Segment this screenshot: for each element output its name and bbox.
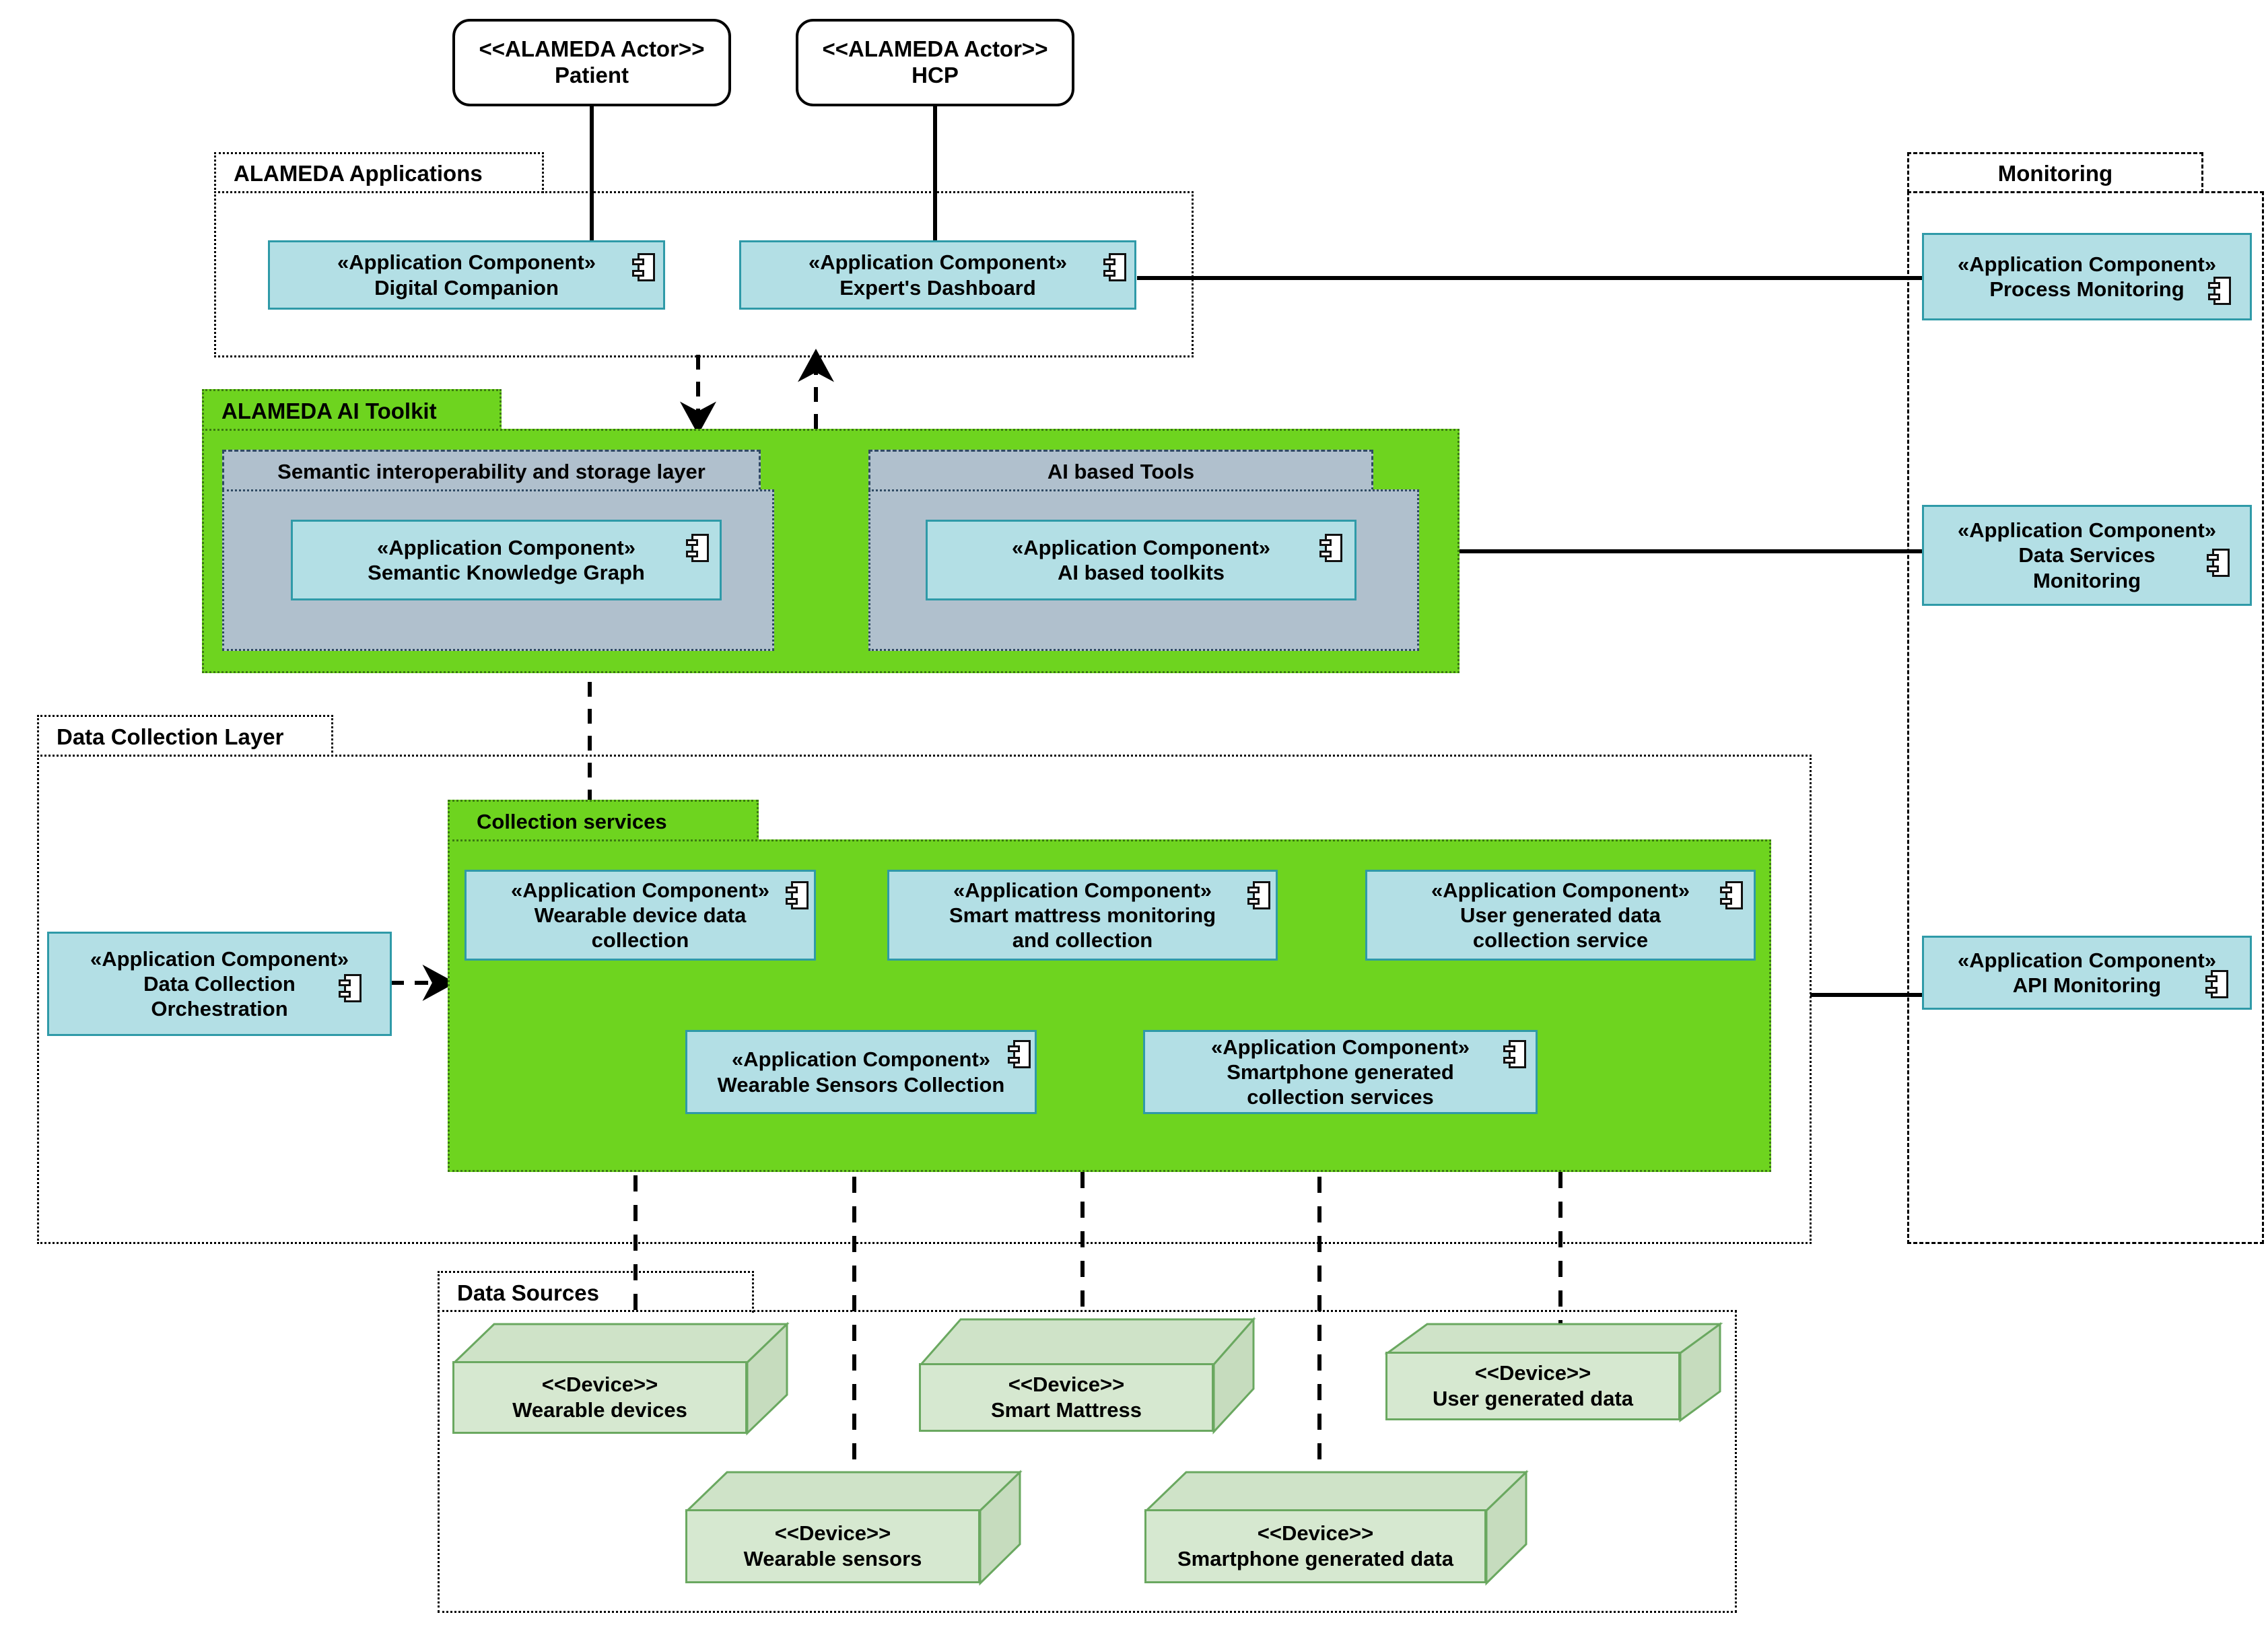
component-wearable-device-data-collection-stereotype: «Application Component» — [510, 878, 770, 902]
actor-patient[interactable]: <<ALAMEDA Actor>> Patient — [452, 19, 731, 106]
uml-component-icon — [339, 974, 362, 1002]
component-api-monitoring-name: API Monitoring — [2012, 973, 2162, 997]
actor-hcp-name: HCP — [912, 63, 959, 88]
group-alameda-applications-label: ALAMEDA Applications — [234, 161, 483, 186]
component-semantic-knowledge-graph-stereotype: «Application Component» — [376, 535, 636, 559]
group-ai-based-tools-label: AI based Tools — [1047, 459, 1195, 483]
uml-component-icon — [686, 534, 709, 562]
uml-component-icon — [2207, 549, 2230, 577]
device-smartphone-generated-data-stereotype: <<Device>> — [1257, 1521, 1374, 1546]
device-smartphone-generated-data-name: Smartphone generated data — [1177, 1547, 1453, 1570]
uml-component-icon — [2208, 277, 2231, 305]
device-smart-mattress-stereotype: <<Device>> — [1008, 1373, 1125, 1397]
component-semantic-knowledge-graph-name: Semantic Knowledge Graph — [368, 561, 645, 584]
uml-component-icon — [1247, 881, 1270, 909]
component-user-generated-data-collection-stereotype: «Application Component» — [1431, 878, 1690, 902]
device-smart-mattress[interactable]: <<Device>> Smart Mattress — [918, 1316, 1256, 1434]
actor-patient-stereotype: <<ALAMEDA Actor>> — [479, 36, 705, 62]
component-wearable-sensors-collection[interactable]: «Application Component» Wearable Sensors… — [685, 1030, 1037, 1114]
uml-component-icon — [1008, 1040, 1031, 1068]
component-wearable-sensors-collection-name: Wearable Sensors Collection — [717, 1072, 1005, 1097]
device-wearable-sensors-stereotype: <<Device>> — [774, 1521, 891, 1546]
device-wearable-devices-name: Wearable devices — [512, 1398, 687, 1422]
component-ai-based-toolkits[interactable]: «Application Component» AI based toolkit… — [926, 520, 1356, 600]
group-data-sources-label: Data Sources — [457, 1280, 599, 1305]
uml-component-icon — [1103, 253, 1126, 281]
component-digital-companion-name: Digital Companion — [374, 275, 559, 300]
component-smartphone-generated-collection-name: Smartphone generated collection services — [1227, 1060, 1454, 1109]
device-wearable-devices[interactable]: <<Device>> Wearable devices — [452, 1321, 790, 1436]
component-smartphone-generated-collection-stereotype: «Application Component» — [1210, 1035, 1470, 1059]
group-monitoring-label: Monitoring — [1997, 161, 2113, 186]
device-smartphone-generated-data[interactable]: <<Device>> Smartphone generated data — [1144, 1469, 1529, 1587]
uml-component-icon — [1720, 881, 1743, 909]
component-wearable-device-data-collection-name: Wearable device data collection — [534, 903, 747, 953]
group-collection-services-label: Collection services — [477, 809, 667, 833]
component-data-services-monitoring-stereotype: «Application Component» — [1957, 518, 2217, 543]
component-experts-dashboard[interactable]: «Application Component» Expert's Dashboa… — [739, 240, 1136, 310]
device-wearable-sensors[interactable]: <<Device>> Wearable sensors — [685, 1469, 1023, 1587]
group-ai-toolkit-tab: ALAMEDA AI Toolkit — [202, 389, 502, 431]
component-process-monitoring[interactable]: «Application Component» Process Monitori… — [1922, 233, 2252, 320]
component-digital-companion-stereotype: «Application Component» — [337, 250, 596, 275]
uml-component-icon — [786, 881, 809, 909]
component-user-generated-data-collection[interactable]: «Application Component» User generated d… — [1365, 870, 1756, 961]
actor-patient-name: Patient — [554, 63, 629, 88]
group-semantic-layer-tab: Semantic interoperability and storage la… — [222, 450, 761, 491]
group-data-sources-body — [438, 1310, 1737, 1613]
group-monitoring-body — [1907, 191, 2264, 1244]
device-user-generated-data-name: User generated data — [1432, 1387, 1634, 1410]
group-alameda-applications-tab: ALAMEDA Applications — [214, 152, 544, 193]
uml-component-icon — [1503, 1040, 1526, 1068]
component-api-monitoring-stereotype: «Application Component» — [1957, 948, 2217, 972]
uml-component-icon — [632, 253, 655, 281]
group-data-sources-tab: Data Sources — [438, 1271, 754, 1313]
group-ai-based-tools-tab: AI based Tools — [868, 450, 1373, 491]
component-smart-mattress-monitoring-stereotype: «Application Component» — [953, 878, 1212, 902]
component-user-generated-data-collection-name: User generated data collection service — [1459, 903, 1661, 953]
group-data-collection-layer-body — [37, 755, 1812, 1244]
component-semantic-knowledge-graph[interactable]: «Application Component» Semantic Knowled… — [291, 520, 722, 600]
component-experts-dashboard-stereotype: «Application Component» — [808, 250, 1068, 275]
actor-hcp[interactable]: <<ALAMEDA Actor>> HCP — [796, 19, 1074, 106]
device-wearable-devices-stereotype: <<Device>> — [541, 1373, 658, 1397]
group-ai-toolkit-label: ALAMEDA AI Toolkit — [221, 398, 437, 423]
component-ai-based-toolkits-stereotype: «Application Component» — [1011, 535, 1271, 559]
group-data-collection-layer-tab: Data Collection Layer — [37, 715, 333, 757]
component-data-collection-orchestration[interactable]: «Application Component» Data Collection … — [47, 932, 392, 1036]
device-user-generated-data[interactable]: <<Device>> User generated data — [1384, 1321, 1723, 1422]
component-smart-mattress-monitoring-name: Smart mattress monitoring and collection — [949, 903, 1216, 953]
component-data-services-monitoring[interactable]: «Application Component» Data Services Mo… — [1922, 505, 2252, 606]
group-collection-services-tab: Collection services — [448, 800, 759, 841]
component-api-monitoring[interactable]: «Application Component» API Monitoring — [1922, 936, 2252, 1010]
group-alameda-applications-body — [214, 191, 1194, 357]
component-smart-mattress-monitoring[interactable]: «Application Component» Smart mattress m… — [887, 870, 1278, 961]
component-data-services-monitoring-name: Data Services Monitoring — [2018, 543, 2156, 592]
uml-component-icon — [1319, 534, 1342, 562]
component-wearable-device-data-collection[interactable]: «Application Component» Wearable device … — [465, 870, 816, 961]
component-process-monitoring-name: Process Monitoring — [1989, 277, 2185, 301]
component-data-collection-orchestration-name: Data Collection Orchestration — [143, 971, 296, 1021]
group-semantic-layer-label: Semantic interoperability and storage la… — [277, 459, 706, 483]
component-digital-companion[interactable]: «Application Component» Digital Companio… — [268, 240, 665, 310]
device-wearable-sensors-name: Wearable sensors — [743, 1547, 922, 1570]
uml-component-icon — [2205, 970, 2228, 998]
group-data-collection-layer-label: Data Collection Layer — [57, 724, 284, 749]
actor-hcp-stereotype: <<ALAMEDA Actor>> — [822, 36, 1048, 62]
device-smart-mattress-name: Smart Mattress — [991, 1398, 1142, 1422]
component-process-monitoring-stereotype: «Application Component» — [1957, 252, 2217, 276]
device-user-generated-data-stereotype: <<Device>> — [1474, 1361, 1591, 1385]
group-monitoring-tab: Monitoring — [1907, 152, 2203, 193]
component-smartphone-generated-collection[interactable]: «Application Component» Smartphone gener… — [1143, 1030, 1538, 1114]
component-experts-dashboard-name: Expert's Dashboard — [839, 275, 1036, 300]
component-wearable-sensors-collection-stereotype: «Application Component» — [731, 1047, 991, 1072]
component-ai-based-toolkits-name: AI based toolkits — [1057, 561, 1225, 584]
component-data-collection-orchestration-stereotype: «Application Component» — [90, 946, 349, 971]
